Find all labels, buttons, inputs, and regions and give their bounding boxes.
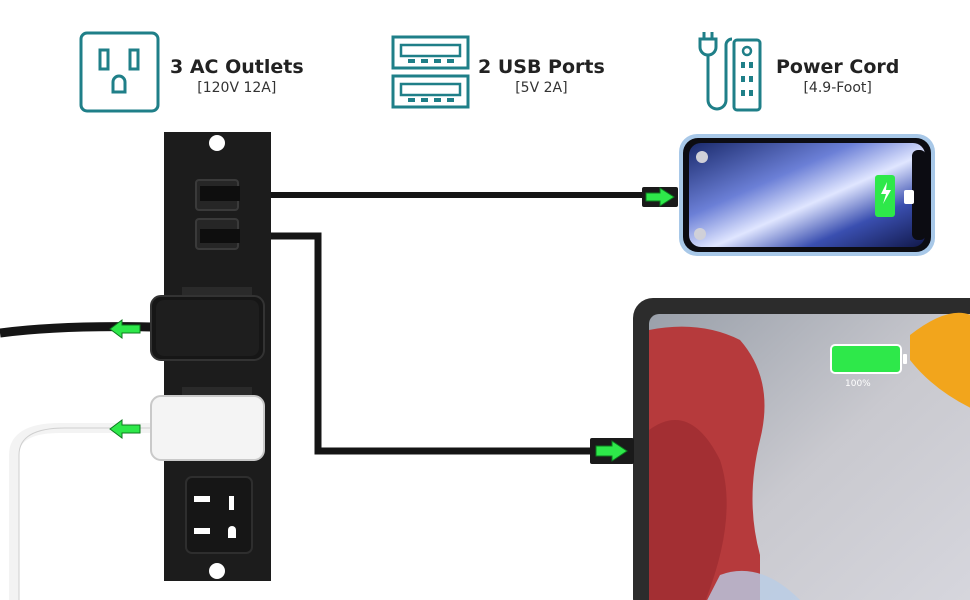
ac-outlet-icon	[79, 31, 160, 113]
tablet-battery-label: 100%	[845, 379, 871, 389]
white-plug	[150, 395, 265, 461]
phone-battery-icon	[875, 175, 895, 217]
power-cord-icon	[698, 32, 762, 112]
feature-spec-ac: [120V 12A]	[197, 80, 277, 96]
usb-ports-icon	[391, 35, 470, 109]
feature-ac-outlets: 3 AC Outlets [120V 12A]	[78, 30, 308, 114]
charge-arrow-tablet	[595, 440, 628, 462]
mount-hole-top	[209, 135, 225, 151]
phone-screen	[689, 143, 925, 247]
feature-usb-ports: 2 USB Ports [5V 2A]	[390, 30, 610, 114]
feature-title-usb: 2 USB Ports	[478, 56, 605, 78]
feature-title-ac: 3 AC Outlets	[170, 56, 304, 78]
usb-cable-tablet	[238, 232, 598, 455]
mount-hole-bottom	[209, 563, 225, 579]
charge-arrow-left-2	[109, 419, 141, 439]
feature-spec-cord: [4.9-Foot]	[803, 80, 872, 96]
feature-title-cord: Power Cord	[776, 56, 900, 78]
tablet-battery-icon	[830, 344, 902, 374]
feature-spec-usb: [5V 2A]	[515, 80, 568, 96]
white-plug-cable	[9, 423, 152, 600]
ac-outlet	[185, 476, 253, 554]
charge-arrow-phone	[645, 187, 675, 207]
feature-power-cord: Power Cord [4.9-Foot]	[694, 30, 904, 114]
charge-arrow-left-1	[109, 319, 141, 339]
